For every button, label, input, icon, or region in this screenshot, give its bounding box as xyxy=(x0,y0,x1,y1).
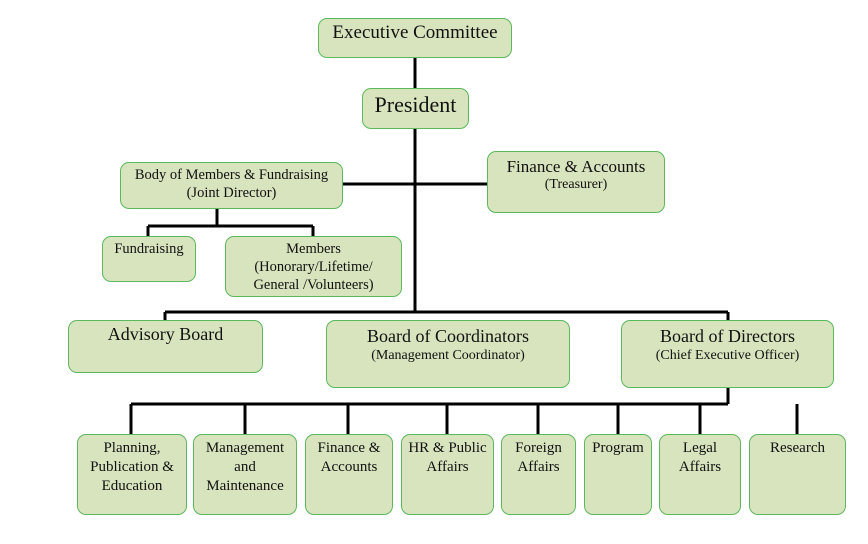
department-label: Planning, xyxy=(103,440,161,456)
department-box: Research xyxy=(749,434,846,515)
department-label: Foreign xyxy=(515,440,562,456)
department-label: HR & Public xyxy=(408,440,487,456)
box-subtitle: (Chief Executive Officer) xyxy=(655,347,800,363)
department-label: Maintenance xyxy=(206,478,284,495)
department-label: Program xyxy=(592,440,644,456)
department-label: Affairs xyxy=(678,459,722,476)
president-box: President xyxy=(362,88,469,129)
box-subtitle: (Treasurer) xyxy=(544,177,608,193)
connector-departments xyxy=(129,404,799,434)
executive-committee-label: Executive Committee xyxy=(332,22,498,43)
department-label: Legal xyxy=(682,440,718,456)
department-label: Accounts xyxy=(320,459,378,476)
department-label: Management xyxy=(205,440,285,456)
department-label: and xyxy=(234,459,256,476)
department-box: Finance & Accounts xyxy=(305,434,393,515)
box-title: Board of Coordinators xyxy=(367,326,529,346)
executive-committee-box: Executive Committee xyxy=(318,18,512,58)
box-title: Finance & Accounts xyxy=(506,157,646,176)
box-subtitle: (Joint Director) xyxy=(186,185,277,202)
members-box: Members (Honorary/Lifetime/General /Volun… xyxy=(225,236,402,297)
box-title: Body of Members & Fundraising xyxy=(134,167,329,183)
fundraising-box: Fundraising xyxy=(102,236,196,282)
department-label: Research xyxy=(770,440,825,456)
board-of-directors-box: Board of Directors(Chief Executive Offic… xyxy=(621,320,834,388)
board-of-coordinators-box: Board of Coordinators(Management Coordin… xyxy=(326,320,570,388)
box-title: Fundraising xyxy=(114,241,184,257)
department-label: Finance & xyxy=(317,440,381,456)
box-title: Board of Directors xyxy=(660,326,795,346)
department-box: Program xyxy=(584,434,652,515)
president-label: President xyxy=(374,92,457,117)
finance-treasurer-box: Finance & Accounts(Treasurer) xyxy=(487,151,665,213)
box-line: General /Volunteers) xyxy=(253,277,374,294)
department-label: Publication & xyxy=(90,459,174,476)
department-box: Planning, Publication & Education xyxy=(77,434,187,515)
department-label: Education xyxy=(101,478,163,495)
box-title: Advisory Board xyxy=(107,324,224,344)
box-line: (Honorary/Lifetime/ xyxy=(254,259,373,276)
box-subtitle: (Management Coordinator) xyxy=(371,347,525,363)
box-line: Members xyxy=(286,241,341,257)
body-of-members-box: Body of Members & Fundraising (Joint Dire… xyxy=(120,162,343,209)
connector xyxy=(131,58,730,406)
department-label: Affairs xyxy=(426,459,469,476)
advisory-board-box: Advisory Board xyxy=(68,320,263,373)
department-label: Affairs xyxy=(517,459,560,476)
